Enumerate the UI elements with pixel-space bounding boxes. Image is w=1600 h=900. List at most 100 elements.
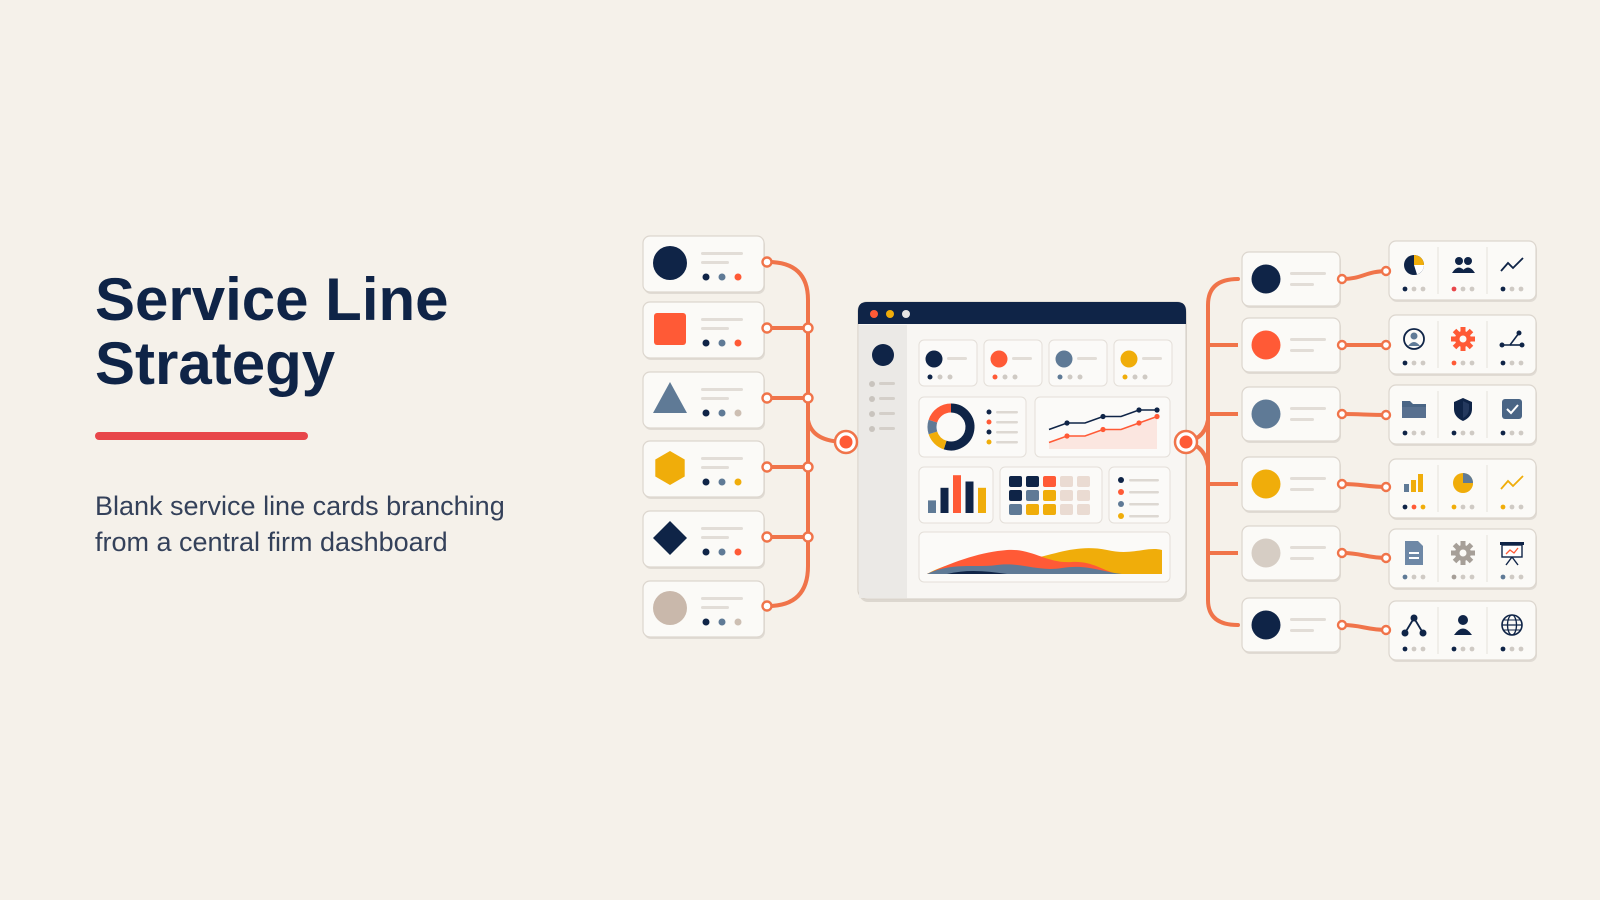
connector-node <box>1336 339 1348 351</box>
title-underline <box>95 432 308 440</box>
kpi-icon <box>1120 350 1138 368</box>
status-dot <box>1469 360 1475 366</box>
heatmap-cell <box>1043 490 1056 501</box>
connector-node <box>1380 339 1392 351</box>
status-dot <box>1411 360 1417 366</box>
heatmap-cell <box>1077 490 1090 501</box>
status-dot <box>1411 430 1417 436</box>
heatmap-cell <box>1026 490 1039 501</box>
status-dot <box>718 548 726 556</box>
connector-node <box>1336 408 1348 420</box>
status-dot <box>702 409 710 417</box>
heatmap-cell <box>1009 504 1022 515</box>
status-dot <box>718 339 726 347</box>
dashboard-sidebar <box>859 325 907 598</box>
connector-node <box>1380 481 1392 493</box>
status-dot <box>1500 574 1506 580</box>
line-point <box>1064 433 1070 439</box>
line-trend-icon <box>1500 475 1524 490</box>
status-dot <box>1402 646 1408 652</box>
triangle-icon <box>653 382 687 413</box>
document-icon <box>1405 541 1423 565</box>
icon-panel <box>1380 528 1537 590</box>
right-service-cards <box>1241 251 1348 654</box>
circle-icon <box>1251 469 1281 499</box>
bar <box>953 475 961 513</box>
status-dot <box>1460 574 1466 580</box>
area-fill <box>1049 416 1157 449</box>
status-dot <box>1451 286 1457 292</box>
status-dot <box>1500 504 1506 510</box>
circle-icon <box>1251 330 1281 360</box>
status-dot <box>1500 430 1506 436</box>
window-control-dot <box>902 310 910 318</box>
status-dot <box>1460 430 1466 436</box>
shield-icon <box>1454 398 1472 421</box>
service-line-card <box>1241 317 1348 374</box>
donut-segment <box>928 431 947 450</box>
status-dot <box>718 478 726 486</box>
status-dot <box>1469 430 1475 436</box>
left-bus-connector <box>766 260 810 608</box>
status-dot <box>1518 646 1524 652</box>
bar <box>928 500 936 513</box>
service-line-card <box>642 580 773 639</box>
circle-icon <box>1251 264 1281 294</box>
users-icon <box>1452 257 1475 273</box>
status-dot <box>1411 646 1417 652</box>
line-trend-icon <box>1500 257 1524 272</box>
status-dot <box>734 409 742 417</box>
status-dot <box>718 409 726 417</box>
firm-dashboard <box>857 301 1187 602</box>
bar <box>978 487 986 513</box>
status-dot <box>1509 646 1515 652</box>
slide-title: Service Line Strategy <box>95 266 449 397</box>
circle-icon <box>653 246 687 280</box>
kpi-icon <box>1055 350 1073 368</box>
area-layer <box>947 570 1007 574</box>
status-dot <box>1500 360 1506 366</box>
connector-node <box>761 600 773 612</box>
status-dot <box>1402 504 1408 510</box>
right-bus-connector <box>1206 277 1240 627</box>
bar <box>940 487 949 513</box>
window-control-dot <box>886 310 894 318</box>
kpi-icon <box>990 350 1008 368</box>
diamond-icon <box>653 521 687 555</box>
status-dot <box>1469 646 1475 652</box>
status-dot <box>734 478 742 486</box>
bar-chart-icon <box>1404 474 1423 492</box>
status-dot <box>1420 360 1426 366</box>
heatmap-cell <box>1060 490 1073 501</box>
heatmap-cell <box>1026 476 1039 487</box>
connector-node <box>1336 273 1348 285</box>
status-dot <box>1420 646 1426 652</box>
icon-panel <box>1380 458 1537 520</box>
status-dot <box>1518 430 1524 436</box>
person-icon <box>1454 615 1472 635</box>
circle-icon <box>653 591 687 625</box>
line-point <box>1136 420 1142 426</box>
service-line-card <box>1241 597 1348 654</box>
connected-nodes-icon <box>1499 330 1525 348</box>
connector-node <box>1336 547 1348 559</box>
connector-node <box>761 256 773 268</box>
slide-subtitle: Blank service line cards branching from … <box>95 491 505 557</box>
window-control-dot <box>870 310 878 318</box>
pie-chart-icon <box>1453 473 1473 493</box>
dashboard-titlebar <box>858 302 1186 324</box>
status-dot <box>1509 430 1515 436</box>
connector-node <box>1336 619 1348 631</box>
icon-panel <box>1380 240 1537 302</box>
line-point <box>1100 426 1106 433</box>
status-dot <box>1518 504 1524 510</box>
legend-panel <box>1108 466 1171 524</box>
donut-segment <box>927 419 938 435</box>
circle-icon <box>1251 399 1281 429</box>
status-dot <box>1460 286 1466 292</box>
service-line-card <box>642 235 773 294</box>
donut-segment <box>928 403 952 423</box>
line-point <box>1100 413 1106 420</box>
status-dot <box>1420 430 1426 436</box>
service-line-card <box>642 510 773 569</box>
